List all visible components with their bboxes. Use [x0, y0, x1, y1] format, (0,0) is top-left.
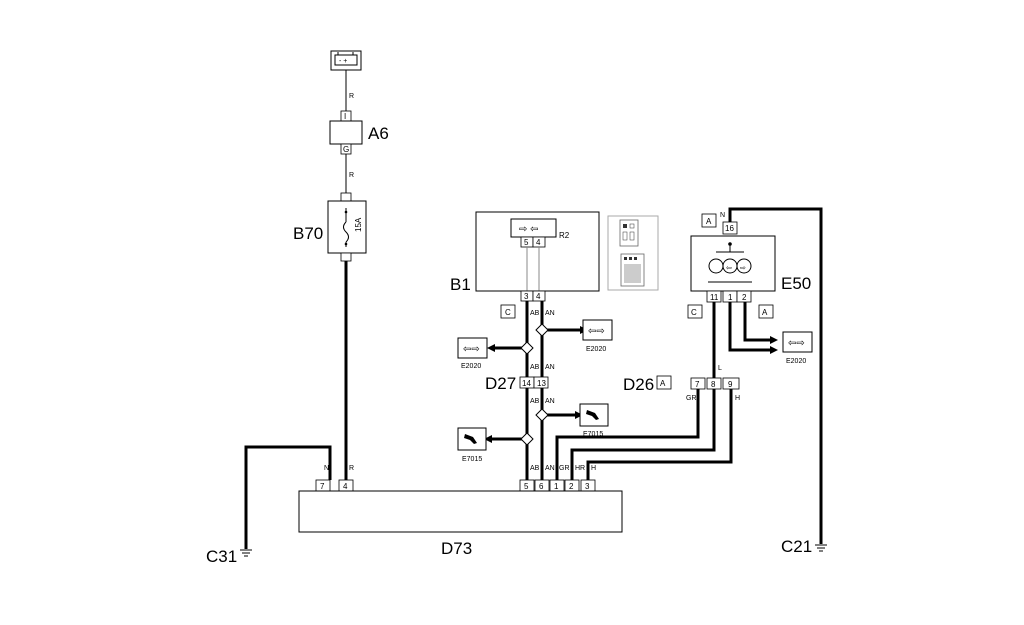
c31-label: C31	[206, 547, 237, 566]
a6-pin-bottom: G	[343, 145, 349, 154]
wire-label-bat-a6: R	[349, 93, 354, 100]
wire-h-d26-d73	[586, 389, 733, 480]
svg-text:⇨: ⇨	[740, 265, 746, 272]
wire-hr-d26-d73	[570, 389, 716, 480]
b1-label: B1	[450, 275, 471, 294]
ground-icon-c21	[815, 544, 827, 552]
d73-pin-3: 3	[585, 482, 590, 491]
wire-label-h: H	[591, 465, 596, 472]
wire-label-ab-1: AB	[530, 310, 540, 317]
wire-label-an-3: AN	[545, 398, 555, 405]
e2020-reference-box	[582, 319, 613, 341]
wire-label-a6-b70: R	[349, 172, 354, 179]
lamp-icon	[708, 258, 724, 274]
svg-text:- +: - +	[339, 58, 347, 65]
splice-node	[535, 408, 549, 422]
sensor-icon	[586, 410, 599, 420]
b70-label: B70	[293, 224, 323, 243]
b1-pin-4: 4	[536, 238, 541, 247]
e2020-ref-e50: E2020	[786, 358, 806, 365]
b1-connector-tag: C	[505, 308, 511, 317]
wire-label-an-4: AN	[545, 465, 555, 472]
arrows-icon: ⇦⇨	[588, 326, 605, 337]
wire-gr-d26-d73	[555, 389, 700, 480]
d73-label: D73	[441, 539, 472, 558]
wire-e50-pin2-e2020	[743, 302, 770, 342]
wire-label-l: L	[718, 365, 722, 372]
arrows-icon: ⇦⇨	[463, 344, 480, 355]
wire-label-d26-h: H	[735, 395, 740, 402]
svg-text:⇦: ⇦	[726, 265, 732, 272]
e2020-reference-box	[782, 331, 813, 353]
connector-detail-thumbnail	[607, 215, 659, 291]
d73-pin-6: 6	[539, 482, 544, 491]
ground-icon-c31	[240, 549, 252, 557]
indicator-right-icon	[736, 258, 752, 274]
d26-pin-9: 9	[728, 380, 733, 389]
e50-left-connector-tag: C	[691, 308, 697, 317]
e50-pin-2: 2	[742, 293, 747, 302]
wire-label-d26-gr: GR	[686, 395, 697, 402]
arrows-icon: ⇦⇨	[788, 338, 805, 349]
a6-pin-top: I	[344, 112, 346, 121]
c21-label: C21	[781, 537, 812, 556]
wire-label-an-2: AN	[545, 364, 555, 371]
d27-pin-13: 13	[537, 379, 546, 388]
connector-d26: 7 8 9 D26 A	[623, 375, 740, 394]
component-d73: 7 4 5 6 1 2 3 D73	[298, 479, 623, 558]
wire-label-ab-3: AB	[530, 398, 540, 405]
b1-connector-id: R2	[559, 231, 570, 240]
wire-label-ab-2: AB	[530, 364, 540, 371]
component-a6: I G A6	[329, 110, 389, 155]
splice-node	[535, 323, 549, 337]
e7015-ref-right: E7015	[583, 431, 603, 438]
d27-pin-14: 14	[522, 379, 531, 388]
b70-fuse-rating: 15A	[354, 217, 363, 232]
e50-right-connector-tag: A	[762, 308, 768, 317]
e2020-reference-box	[457, 337, 488, 359]
wire-c31-d73	[244, 445, 332, 549]
e50-label: E50	[781, 274, 811, 293]
e50-pin-1: 1	[728, 293, 733, 302]
b1-bottom-pin-4: 4	[536, 292, 541, 301]
wire-label-c31: N	[324, 465, 329, 472]
d27-label: D27	[485, 374, 516, 393]
e7015-ref-left: E7015	[462, 456, 482, 463]
wire-label-gr: GR	[559, 465, 570, 472]
b1-pin-5: 5	[524, 238, 529, 247]
wire-e50-pin1-e2020	[728, 302, 770, 352]
d26-pin-7: 7	[695, 380, 700, 389]
wire-c21-e50	[728, 207, 823, 544]
e2020-ref-left: E2020	[461, 363, 481, 370]
b1-bottom-pin-3: 3	[524, 292, 529, 301]
splice-node	[520, 432, 534, 446]
d26-connector-tag: A	[660, 379, 666, 388]
battery-symbol: - +	[330, 50, 362, 71]
component-e50: A 16 ⇦ ⇨ 11 1 2 E50 C A	[687, 213, 811, 319]
wire-label-ab-4: AB	[530, 465, 540, 472]
b1-arrows-icon: ⇨ ⇦	[519, 224, 539, 235]
d26-label: D26	[623, 375, 654, 394]
e50-pin-16: 16	[725, 224, 734, 233]
d73-pin-1: 1	[554, 482, 559, 491]
sensor-icon	[464, 434, 477, 444]
d73-pin-2: 2	[569, 482, 574, 491]
d73-pin-4: 4	[343, 482, 348, 491]
component-b70-fuse: 15A B70	[293, 192, 367, 262]
wire-label-hr: HR	[575, 465, 585, 472]
wire-label-c21: N	[720, 212, 725, 219]
d73-pin-5: 5	[524, 482, 529, 491]
d26-pin-8: 8	[711, 380, 716, 389]
wire-label-b70-d73: R	[349, 465, 354, 472]
e50-pin-11: 11	[710, 293, 719, 302]
a6-label: A6	[368, 124, 389, 143]
connector-d27: 14 13 D27	[485, 374, 549, 393]
e2020-ref-right-top: E2020	[586, 346, 606, 353]
d73-pin-7: 7	[320, 482, 325, 491]
e50-top-connector-tag: A	[706, 217, 712, 226]
wire-label-an-1: AN	[545, 310, 555, 317]
splice-node	[520, 341, 534, 355]
component-b1: ⇨ ⇦ R2 5 4 3 4 B1 C	[450, 211, 600, 319]
